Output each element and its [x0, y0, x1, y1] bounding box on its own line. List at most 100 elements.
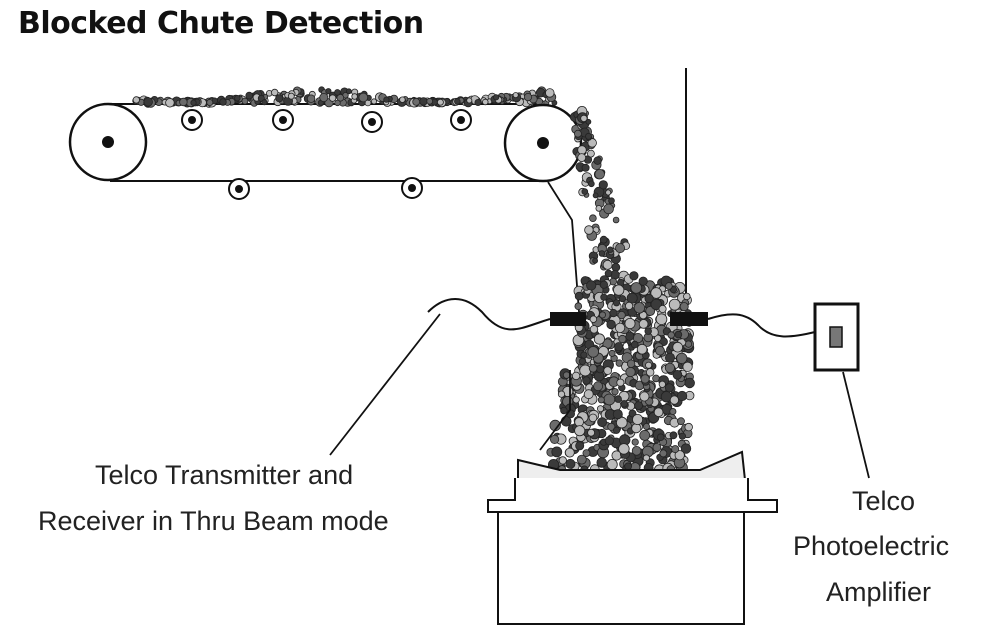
material-pebble	[565, 458, 576, 469]
material-pebble	[588, 413, 598, 423]
material-pebble	[674, 330, 683, 339]
material-pebble	[572, 396, 580, 404]
material-pebble	[143, 97, 153, 107]
material-pebble	[571, 371, 581, 381]
material-pebble	[592, 257, 598, 264]
material-pebble	[631, 423, 642, 434]
idler-rollers	[181, 109, 472, 200]
amplifier-label-line2: Photoelectric	[793, 531, 949, 561]
material-pebble	[306, 94, 316, 103]
material-pebble	[616, 378, 625, 387]
material-pebble	[650, 298, 663, 311]
material-pebble	[611, 388, 619, 396]
material-pebble	[585, 132, 592, 140]
material-pebble	[492, 94, 500, 101]
conveyor-belt	[110, 103, 543, 182]
material-pebble	[587, 346, 599, 358]
material-pebble	[587, 149, 595, 158]
material-pebble	[676, 352, 688, 364]
conveyor-material	[132, 86, 558, 108]
material-pebble	[583, 389, 594, 400]
material-pebble	[633, 302, 646, 314]
material-pebble	[630, 340, 639, 349]
material-pebble	[669, 431, 678, 440]
material-pebble	[588, 180, 595, 188]
material-pebble	[592, 192, 599, 199]
material-pebble	[679, 302, 689, 312]
material-pebble	[575, 441, 585, 451]
material-pebble	[336, 94, 345, 102]
material-pebble	[466, 97, 473, 104]
head-pulley	[503, 103, 583, 183]
tail-pulley	[68, 102, 148, 182]
material-pebble	[684, 340, 693, 348]
material-pebble	[580, 351, 588, 359]
material-pebble	[607, 246, 614, 253]
material-pebble	[629, 271, 639, 281]
material-pebble	[564, 447, 575, 458]
material-pebble	[581, 163, 590, 172]
material-pebble	[602, 259, 613, 270]
material-pebble	[334, 89, 341, 96]
falling-material	[569, 106, 639, 294]
material-pebble	[669, 407, 677, 415]
material-pebble	[655, 313, 668, 326]
material-pebble	[436, 98, 444, 106]
material-pebble	[454, 98, 461, 105]
material-pebble	[599, 235, 608, 244]
material-pebble	[596, 365, 605, 374]
material-pebble	[604, 436, 614, 446]
material-pebble	[664, 362, 676, 373]
material-pebble	[585, 118, 592, 125]
material-pebble	[612, 216, 620, 224]
material-pebble	[597, 396, 605, 404]
material-pebble	[617, 310, 626, 320]
material-pebble	[614, 395, 622, 403]
material-pebble	[599, 280, 609, 289]
material-pebble	[684, 377, 695, 389]
material-pebble	[426, 98, 434, 105]
material-pebble	[618, 443, 630, 455]
material-pebble	[655, 345, 665, 356]
material-pebble	[656, 433, 665, 442]
material-pebble	[669, 395, 680, 405]
material-pebble	[605, 189, 612, 196]
material-pebble	[261, 99, 268, 106]
material-pebble	[643, 422, 651, 430]
material-pebble	[576, 454, 587, 465]
material-pebble	[271, 88, 279, 97]
material-pebble	[645, 361, 653, 369]
material-pebble	[579, 364, 592, 377]
material-pebble	[603, 393, 616, 406]
material-pebble	[275, 94, 284, 103]
material-pebble	[588, 363, 598, 373]
material-pebble	[562, 371, 571, 379]
material-pebble	[642, 454, 650, 462]
material-pebble	[620, 400, 628, 408]
transmitter-cable	[427, 297, 551, 331]
material-pebble	[574, 425, 586, 437]
material-pebble	[676, 390, 688, 402]
material-pebble	[578, 357, 587, 365]
receiver-sensor	[670, 312, 708, 326]
chute-left-wall	[539, 370, 571, 451]
receiving-trough	[487, 450, 778, 625]
material-pebble	[652, 374, 660, 383]
material-pebble	[206, 99, 214, 107]
material-pebble	[482, 98, 489, 106]
material-pebble	[574, 417, 584, 427]
material-pebble	[665, 282, 673, 290]
material-pebble	[419, 97, 428, 106]
material-pebble	[595, 205, 603, 212]
material-pebble	[598, 250, 606, 257]
material-pebble	[345, 88, 352, 95]
material-pebble	[672, 369, 683, 380]
material-pebble	[631, 438, 639, 446]
material-pebble	[680, 443, 692, 454]
material-pebble	[607, 422, 616, 431]
material-pebble	[609, 308, 618, 318]
material-pebble	[598, 180, 608, 190]
material-pebble	[577, 145, 587, 155]
material-pebble	[604, 269, 613, 278]
